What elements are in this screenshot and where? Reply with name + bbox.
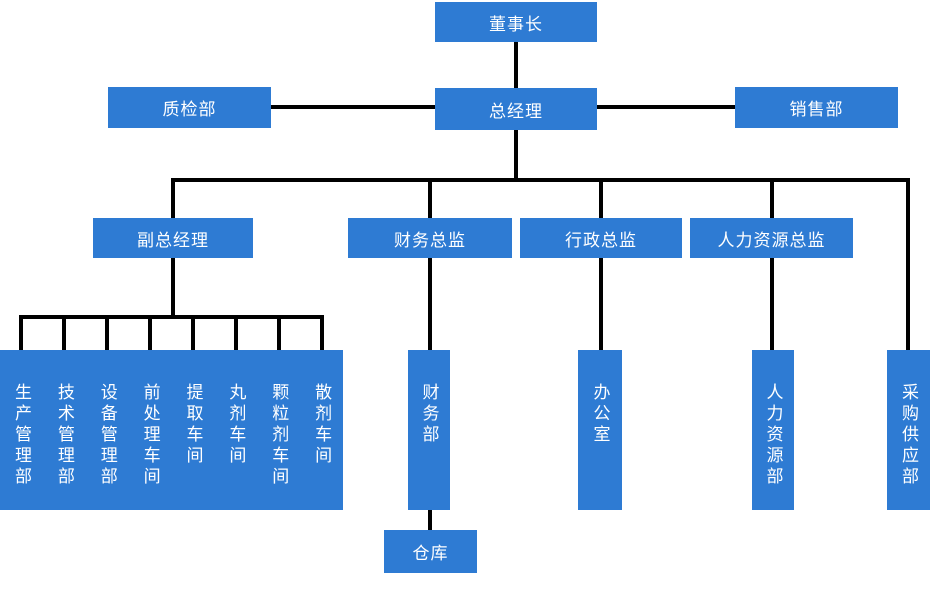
node-admin-director-label: 行政总监 xyxy=(565,230,637,250)
node-workshop-label: 颗粒剂车间 xyxy=(269,383,289,488)
connector-finance-director-dept xyxy=(428,258,432,350)
node-hr-dept: 人力资源部 xyxy=(752,350,794,510)
node-chairman: 董事长 xyxy=(435,2,597,42)
node-warehouse: 仓库 xyxy=(384,530,477,573)
node-workshop: 散剂车间 xyxy=(300,350,343,510)
connector-gm-sales xyxy=(597,105,735,109)
node-general-manager: 总经理 xyxy=(435,88,597,130)
node-quality-dept: 质检部 xyxy=(108,87,271,128)
node-workshop: 颗粒剂车间 xyxy=(257,350,300,510)
node-sales-dept: 销售部 xyxy=(735,87,898,128)
connector-drop-workshop-3 xyxy=(105,315,109,350)
node-workshop: 设备管理部 xyxy=(86,350,129,510)
node-hr-dept-label: 人力资源部 xyxy=(763,383,783,488)
connector-gm-trunk xyxy=(514,130,518,182)
node-workshop-label: 生产管理部 xyxy=(11,383,31,488)
connector-drop-workshop-6 xyxy=(234,315,238,350)
node-finance-dept: 财务部 xyxy=(408,350,450,510)
node-purchasing-supply-dept: 采购供应部 xyxy=(887,350,930,510)
connector-drop-admin-director xyxy=(599,178,603,218)
connector-drop-workshop-2 xyxy=(62,315,66,350)
node-deputy-general-manager: 副总经理 xyxy=(93,218,253,258)
node-workshop: 提取车间 xyxy=(172,350,215,510)
connector-drop-workshop-4 xyxy=(148,315,152,350)
node-workshop-label: 丸剂车间 xyxy=(226,383,246,467)
connector-drop-workshop-7 xyxy=(277,315,281,350)
node-workshop-label: 技术管理部 xyxy=(54,383,74,488)
node-chairman-label: 董事长 xyxy=(489,14,543,34)
node-workshop-label: 设备管理部 xyxy=(97,383,117,488)
connector-drop-finance-director xyxy=(428,178,432,218)
connector-admin-director-office xyxy=(599,258,603,350)
node-finance-director: 财务总监 xyxy=(348,218,512,258)
connector-workshop-bus xyxy=(19,315,324,319)
node-admin-director: 行政总监 xyxy=(520,218,682,258)
connector-chairman-gm xyxy=(514,41,518,88)
connector-finance-dept-warehouse xyxy=(428,510,432,530)
node-office-label: 办公室 xyxy=(590,383,610,446)
node-workshop-label: 散剂车间 xyxy=(312,383,332,467)
connector-drop-purchasing-dept xyxy=(906,178,910,350)
connector-drop-workshop-5 xyxy=(191,315,195,350)
node-hr-director: 人力资源总监 xyxy=(690,218,853,258)
node-finance-director-label: 财务总监 xyxy=(394,230,466,250)
node-workshop: 前处理车间 xyxy=(129,350,172,510)
node-workshop: 生产管理部 xyxy=(0,350,43,510)
node-quality-dept-label: 质检部 xyxy=(162,100,217,119)
node-general-manager-label: 总经理 xyxy=(489,101,543,121)
node-workshop: 丸剂车间 xyxy=(214,350,257,510)
connector-drop-deputy-gm xyxy=(171,178,175,218)
connector-level2-bus xyxy=(171,178,910,182)
node-purchasing-supply-dept-label: 采购供应部 xyxy=(899,383,918,488)
node-sales-dept-label: 销售部 xyxy=(789,100,844,119)
node-workshop-label: 前处理车间 xyxy=(140,383,160,488)
node-deputy-general-manager-label: 副总经理 xyxy=(137,230,209,250)
node-office: 办公室 xyxy=(578,350,622,510)
node-workshop: 技术管理部 xyxy=(43,350,86,510)
workshop-block: 生产管理部 技术管理部 设备管理部 前处理车间 提取车间 丸剂车间 颗粒剂车间 … xyxy=(0,350,343,510)
node-workshop-label: 提取车间 xyxy=(183,383,203,467)
connector-quality-gm xyxy=(271,105,435,109)
connector-drop-hr-director xyxy=(770,178,774,218)
connector-deputy-gm-trunk xyxy=(171,258,175,317)
node-warehouse-label: 仓库 xyxy=(412,544,449,563)
node-hr-director-label: 人力资源总监 xyxy=(717,230,826,250)
node-finance-dept-label: 财务部 xyxy=(419,383,439,446)
connector-hr-director-dept xyxy=(770,258,774,350)
connector-drop-workshop-8 xyxy=(320,315,324,350)
connector-drop-workshop-1 xyxy=(19,315,23,350)
